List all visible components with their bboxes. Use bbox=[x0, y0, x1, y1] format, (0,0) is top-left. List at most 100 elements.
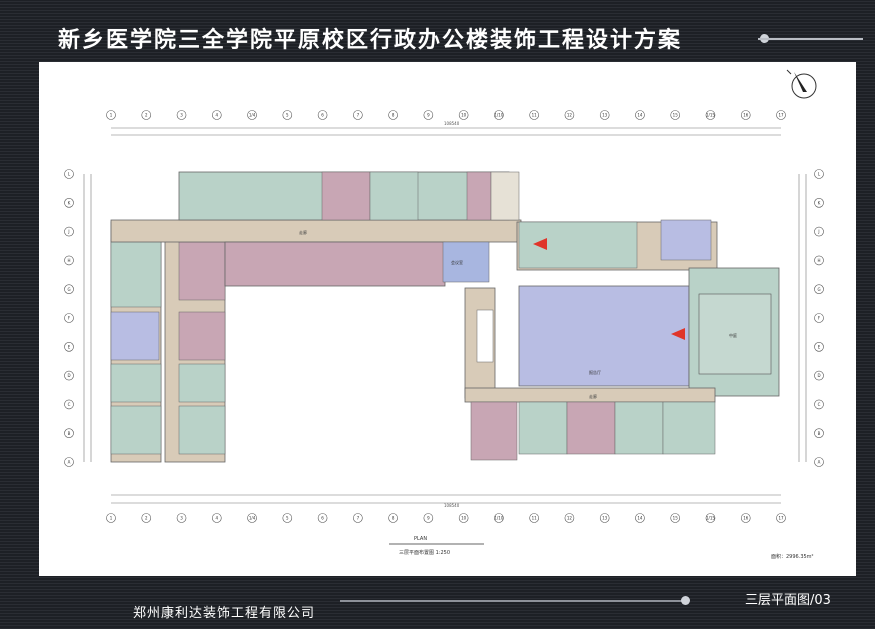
svg-text:11: 11 bbox=[532, 516, 538, 521]
svg-text:3: 3 bbox=[180, 516, 183, 521]
column-axis-marker: 5 bbox=[282, 513, 293, 523]
svg-text:17: 17 bbox=[778, 516, 784, 521]
column-axis-marker: 13 bbox=[599, 513, 610, 523]
plan-label: PLAN bbox=[414, 536, 427, 542]
column-axis-marker: 7 bbox=[353, 513, 363, 523]
svg-text:D: D bbox=[817, 373, 820, 378]
svg-text:A: A bbox=[68, 460, 71, 465]
page-label: 三层平面图/03 bbox=[745, 593, 831, 608]
atrium-label: 中庭 bbox=[729, 332, 737, 338]
column-axis-marker: 13 bbox=[599, 110, 610, 120]
row-axis-marker: G bbox=[814, 284, 824, 294]
total-dimension-bottom: 108540 bbox=[444, 503, 460, 508]
office-room bbox=[369, 171, 419, 221]
column-axis-marker: 12 bbox=[564, 110, 575, 120]
office-room bbox=[178, 311, 226, 361]
column-axis-marker: 3 bbox=[176, 110, 187, 120]
top-dimension-lines bbox=[111, 127, 781, 504]
footer-decor-dot bbox=[681, 596, 690, 605]
row-axis-marker: K bbox=[64, 198, 74, 208]
row-axis-marker: D bbox=[64, 370, 74, 381]
svg-text:16: 16 bbox=[743, 516, 749, 521]
svg-text:F: F bbox=[818, 316, 821, 321]
svg-text:J: J bbox=[67, 229, 69, 234]
svg-text:1/15: 1/15 bbox=[706, 516, 715, 521]
view-arrow-icon bbox=[533, 238, 547, 250]
atrium bbox=[698, 293, 772, 375]
svg-text:F: F bbox=[68, 316, 71, 321]
svg-text:8: 8 bbox=[392, 516, 395, 521]
column-axis-marker: 11 bbox=[529, 513, 539, 523]
svg-text:J: J bbox=[817, 229, 819, 234]
total-dimension-top: 108540 bbox=[444, 121, 460, 126]
svg-text:6: 6 bbox=[321, 516, 324, 521]
lecture-hall-label: 报告厅 bbox=[589, 369, 601, 375]
svg-text:4: 4 bbox=[216, 113, 219, 118]
lecture-hall bbox=[518, 285, 690, 387]
svg-text:B: B bbox=[68, 431, 71, 436]
svg-text:L: L bbox=[68, 172, 71, 177]
svg-text:9: 9 bbox=[427, 113, 430, 118]
row-axis-marker: L bbox=[64, 169, 74, 179]
column-axis-marker: 15 bbox=[670, 110, 681, 120]
svg-text:1/10: 1/10 bbox=[494, 516, 503, 521]
svg-text:6: 6 bbox=[321, 113, 324, 118]
office-room bbox=[321, 171, 371, 221]
column-axis-marker: 1/10 bbox=[494, 513, 504, 523]
view-arrow-icon bbox=[671, 328, 685, 340]
column-axis-marker: 15 bbox=[670, 513, 681, 523]
svg-text:13: 13 bbox=[602, 113, 608, 118]
meeting-room-label: 会议室 bbox=[451, 259, 463, 265]
meeting-room bbox=[660, 219, 712, 261]
corridor-label-top: 走廊 bbox=[299, 229, 307, 235]
office-room bbox=[614, 401, 664, 455]
column-axis-marker: 8 bbox=[388, 513, 398, 523]
svg-text:14: 14 bbox=[637, 113, 643, 118]
column-axis-marker: 14 bbox=[635, 513, 645, 523]
row-axis-marker: F bbox=[64, 313, 74, 323]
svg-text:1/4: 1/4 bbox=[249, 113, 256, 118]
side-dimension-lines bbox=[83, 174, 807, 462]
svg-text:3: 3 bbox=[180, 113, 183, 118]
large-meeting-room bbox=[442, 241, 490, 283]
row-axis-marker: B bbox=[814, 428, 824, 439]
svg-text:G: G bbox=[817, 287, 820, 292]
elevator-shaft bbox=[476, 309, 494, 363]
row-axis-marker: D bbox=[814, 370, 824, 381]
row-axis-marker: H bbox=[814, 255, 824, 266]
row-axis-marker: E bbox=[64, 341, 74, 352]
svg-text:16: 16 bbox=[743, 113, 749, 118]
meeting-room bbox=[110, 311, 160, 361]
column-axis-marker: 16 bbox=[740, 110, 751, 120]
row-axis-marker: G bbox=[64, 284, 74, 294]
office-room bbox=[110, 238, 162, 308]
column-axis-marker: 17 bbox=[776, 513, 786, 523]
column-axis-marker: 10 bbox=[458, 110, 469, 120]
page-title: 新乡医学院三全学院平原校区行政办公楼装饰工程设计方案 bbox=[58, 28, 683, 53]
mid-office-row bbox=[224, 241, 446, 287]
column-axis-marker: 16 bbox=[740, 513, 751, 523]
corridor-label-bottom: 走廊 bbox=[589, 393, 597, 399]
office-room bbox=[178, 405, 226, 455]
svg-text:12: 12 bbox=[567, 516, 573, 521]
column-axis-marker: 3 bbox=[176, 513, 187, 523]
svg-text:B: B bbox=[818, 431, 821, 436]
svg-text:1/10: 1/10 bbox=[494, 113, 503, 118]
column-axis-marker: 1/15 bbox=[705, 110, 715, 120]
office-room bbox=[178, 363, 226, 403]
svg-text:10: 10 bbox=[461, 516, 467, 521]
row-axis-marker: A bbox=[64, 457, 74, 467]
svg-text:15: 15 bbox=[673, 113, 679, 118]
svg-text:7: 7 bbox=[357, 516, 360, 521]
column-axis-marker: 6 bbox=[317, 513, 328, 523]
column-axis-marker: 14 bbox=[635, 110, 645, 120]
column-axis-marker: 10 bbox=[458, 513, 469, 523]
building-footprint: 走廊 会议室 报告厅 中庭 走廊 bbox=[110, 171, 780, 463]
office-room bbox=[110, 363, 162, 403]
